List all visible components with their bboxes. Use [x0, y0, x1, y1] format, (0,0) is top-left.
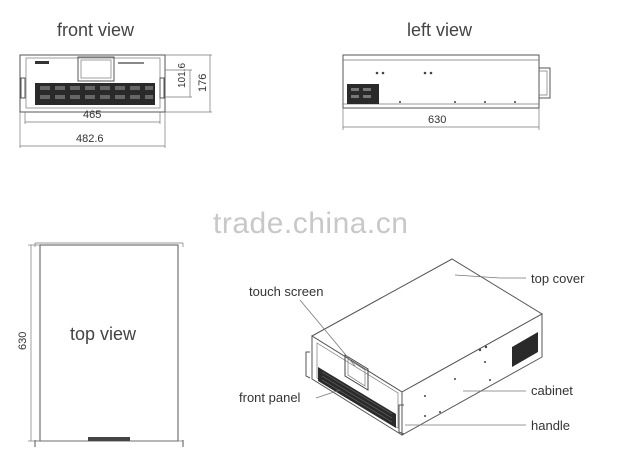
top-view-title: top view	[70, 324, 137, 344]
left-view-title: left view	[407, 20, 473, 40]
watermark: trade.china.cn	[213, 207, 409, 240]
touch-screen-label: touch screen	[249, 284, 324, 299]
front-view-title: front view	[57, 20, 135, 40]
callout-leaders	[299, 274, 526, 426]
cabinet-label: cabinet	[531, 383, 573, 398]
perspective-drawing	[305, 258, 543, 436]
front-panel-label: front panel	[239, 390, 301, 405]
handle-label: handle	[531, 418, 571, 433]
front-view-drawing	[19, 54, 212, 148]
front-outer-width-label: 482.6	[76, 133, 104, 145]
front-inner-width-label: 465	[83, 109, 102, 121]
left-depth-label: 630	[428, 114, 447, 126]
front-total-height-label: 176	[197, 73, 209, 92]
top-depth-label: 630	[17, 331, 29, 350]
left-view-drawing	[342, 54, 551, 130]
front-panel-height-label: 101.6	[177, 62, 188, 88]
top-view-drawing	[28, 242, 184, 447]
top-cover-label: top cover	[531, 271, 585, 286]
